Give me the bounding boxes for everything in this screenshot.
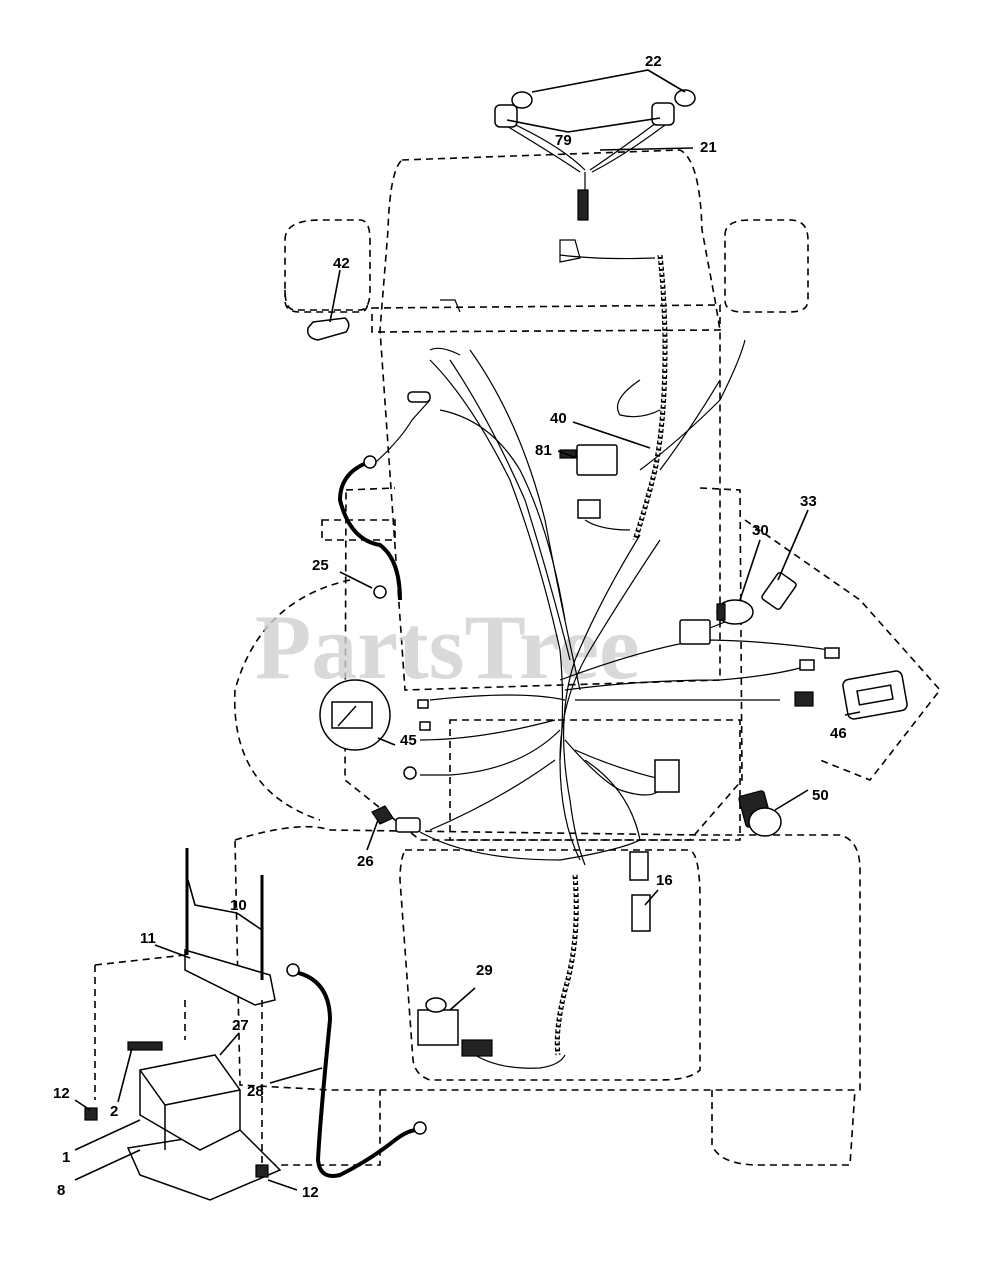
- headlight-left: [494, 104, 518, 128]
- nut-left: [84, 1107, 98, 1121]
- pto-knob: [748, 807, 782, 837]
- deck-outline: [233, 519, 942, 821]
- callout-45: 45: [400, 732, 417, 749]
- light-switch: [306, 317, 350, 341]
- callout-12-right: 12: [302, 1184, 319, 1201]
- bullet-connector: [407, 391, 431, 403]
- multi-connector: [654, 759, 680, 793]
- callout-8: 8: [57, 1182, 65, 1199]
- callout-40: 40: [550, 410, 567, 427]
- dash-box: [449, 719, 741, 841]
- headlight-assembly: [494, 89, 696, 221]
- callout-27: 27: [232, 1017, 249, 1034]
- headlight-wires: [504, 119, 666, 190]
- fuse-holder: [395, 817, 421, 833]
- ring-terminal-top: [363, 455, 377, 469]
- battery-cable-ring-bottom: [413, 1121, 427, 1135]
- callout-2: 2: [110, 1103, 118, 1120]
- callout-46: 46: [830, 725, 847, 742]
- battery-assembly: [84, 848, 282, 1201]
- callout-42: 42: [333, 255, 350, 272]
- module: [761, 572, 797, 610]
- front-left-wheel-low: [284, 290, 369, 313]
- harness-conduit: [554, 254, 668, 1056]
- callout-29: 29: [476, 962, 493, 979]
- callout-11: 11: [140, 930, 156, 947]
- battery-cable-ring-top: [286, 963, 300, 977]
- callout-12-left: 12: [53, 1085, 70, 1102]
- callout-79: 79: [555, 132, 572, 149]
- callout-22: 22: [645, 53, 662, 70]
- ring-terminal-bottom: [373, 585, 387, 599]
- callout-33: 33: [800, 493, 817, 510]
- front-left-wheel: [284, 219, 371, 311]
- seat-switch: [631, 894, 651, 932]
- battery: [139, 1054, 241, 1151]
- fuse: [371, 805, 394, 825]
- components: [306, 317, 908, 1057]
- battery-cable: [294, 970, 416, 1178]
- leader-lines: [74, 69, 861, 1191]
- solenoid: [417, 1009, 459, 1046]
- nut-right: [255, 1164, 269, 1178]
- watermark: PartsTree: [255, 596, 640, 698]
- callout-10: 10: [230, 897, 247, 914]
- rear-right-wheel: [711, 1089, 856, 1166]
- connector-16: [629, 851, 649, 881]
- callout-21: 21: [700, 139, 717, 156]
- callouts: 22 79 21 42 40 81 33 30 25 45 46 50 26 1…: [53, 53, 847, 1201]
- front-right-wheel: [724, 219, 809, 313]
- callout-50: 50: [812, 787, 829, 804]
- headlight-connector: [577, 189, 589, 221]
- hood-outline: [379, 149, 721, 691]
- callout-81: 81: [535, 442, 552, 459]
- bulb-left: [511, 91, 533, 109]
- callout-16: 16: [656, 872, 673, 889]
- callout-1: 1: [62, 1149, 70, 1166]
- callout-25: 25: [312, 557, 329, 574]
- relay: [576, 444, 618, 476]
- rear-body: [234, 825, 861, 1091]
- ground-cable: [337, 458, 402, 601]
- callout-30: 30: [752, 522, 769, 539]
- hold-down-bracket: [184, 948, 276, 1006]
- seat-area: [399, 849, 701, 1081]
- bulb-right: [674, 89, 696, 107]
- terminal-bolt: [127, 1041, 163, 1051]
- front-axle-outline: [371, 304, 721, 333]
- ignition-plug: [679, 619, 711, 645]
- callout-26: 26: [357, 853, 374, 870]
- callout-28: 28: [247, 1083, 264, 1100]
- left-bracket-outline: [321, 519, 396, 541]
- headlight-right: [651, 102, 675, 126]
